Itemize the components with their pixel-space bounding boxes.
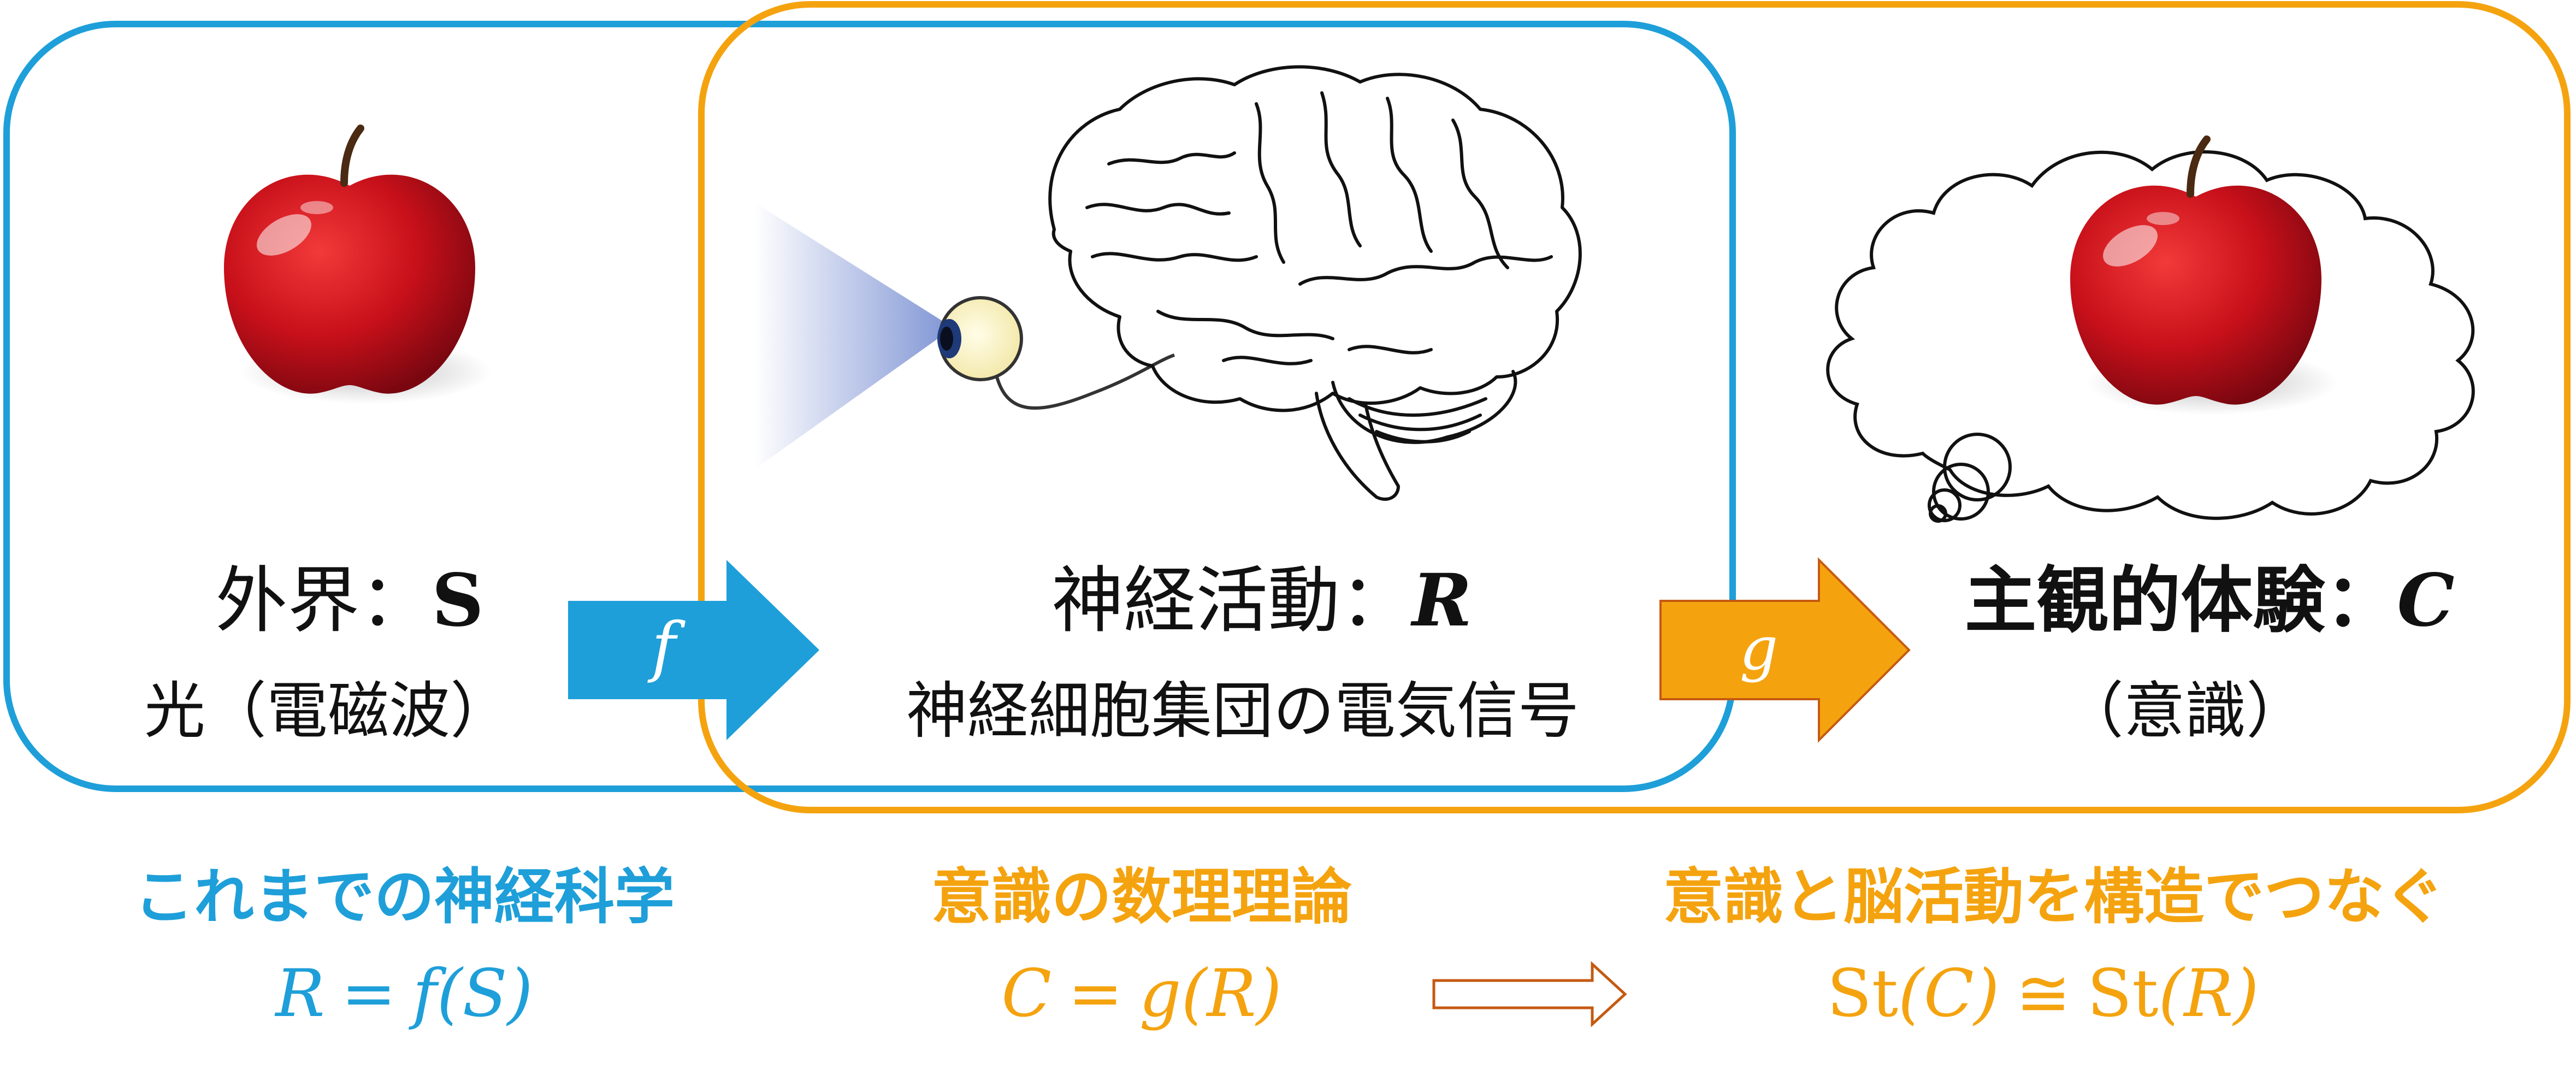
structure-heading: 意識と脳活動を構造でつなぐ [1663, 862, 2444, 932]
light-beam [754, 202, 953, 470]
right-panel-title-var: C [2397, 558, 2454, 643]
structure-eq-arg1: (C) [1898, 956, 1999, 1032]
right-panel-title: 主観的体験：C [1964, 558, 2454, 643]
middle-panel-title: 神経活動：R [1051, 558, 1472, 643]
apple-right-icon [2070, 135, 2338, 415]
neuro-eq-rhs: f(S) [408, 956, 533, 1032]
arrow-g: g [1659, 557, 1911, 743]
left-panel-title-var: S [432, 558, 483, 643]
middle-panel-title-label: 神経活動： [1051, 559, 1412, 643]
arrow-f: f [568, 560, 819, 740]
neuro-eq-lhs: R [274, 956, 324, 1032]
right-panel-subtitle: （意識） [2063, 676, 2307, 747]
middle-panel-title-var: R [1410, 558, 1472, 643]
implication-arrow [1432, 961, 1627, 1027]
right-panel-title-label: 主観的体験： [1964, 559, 2397, 643]
left-panel-title: 外界：S [215, 558, 483, 643]
neuro-eq-eq: = [341, 956, 397, 1032]
theory-eq-rhs: g(R) [1139, 956, 1282, 1032]
structure-eq-st1: St [1827, 956, 1898, 1032]
theory-eq-eq: = [1068, 956, 1123, 1032]
eye-icon [937, 296, 1175, 410]
middle-panel-subtitle: 神経細胞集団の電気信号 [906, 676, 1579, 747]
theory-equation: C=g(R) [1001, 956, 1281, 1032]
left-panel-subtitle: 光（電磁波） [144, 676, 511, 747]
left-panel-border [3, 21, 1736, 792]
theory-heading: 意識の数理理論 [931, 862, 1352, 932]
neuroscience-heading: これまでの神経科学 [134, 862, 675, 932]
apple-left-icon [224, 125, 492, 404]
right-panel-border [698, 1, 2571, 813]
neuroscience-equation: R=f(S) [274, 956, 533, 1032]
brain-icon [1048, 65, 1582, 501]
theory-eq-lhs: C [1001, 956, 1051, 1032]
left-panel-title-label: 外界： [215, 559, 432, 643]
structure-equation: St(C)≅St(R) [1827, 956, 2259, 1032]
thought-cloud-icon [1826, 150, 2475, 523]
structure-eq-rel: ≅ [2016, 956, 2071, 1032]
structure-eq-arg2: (R) [2158, 956, 2259, 1032]
structure-eq-st2: St [2087, 956, 2158, 1032]
arrow-g-label: g [1740, 613, 1778, 683]
